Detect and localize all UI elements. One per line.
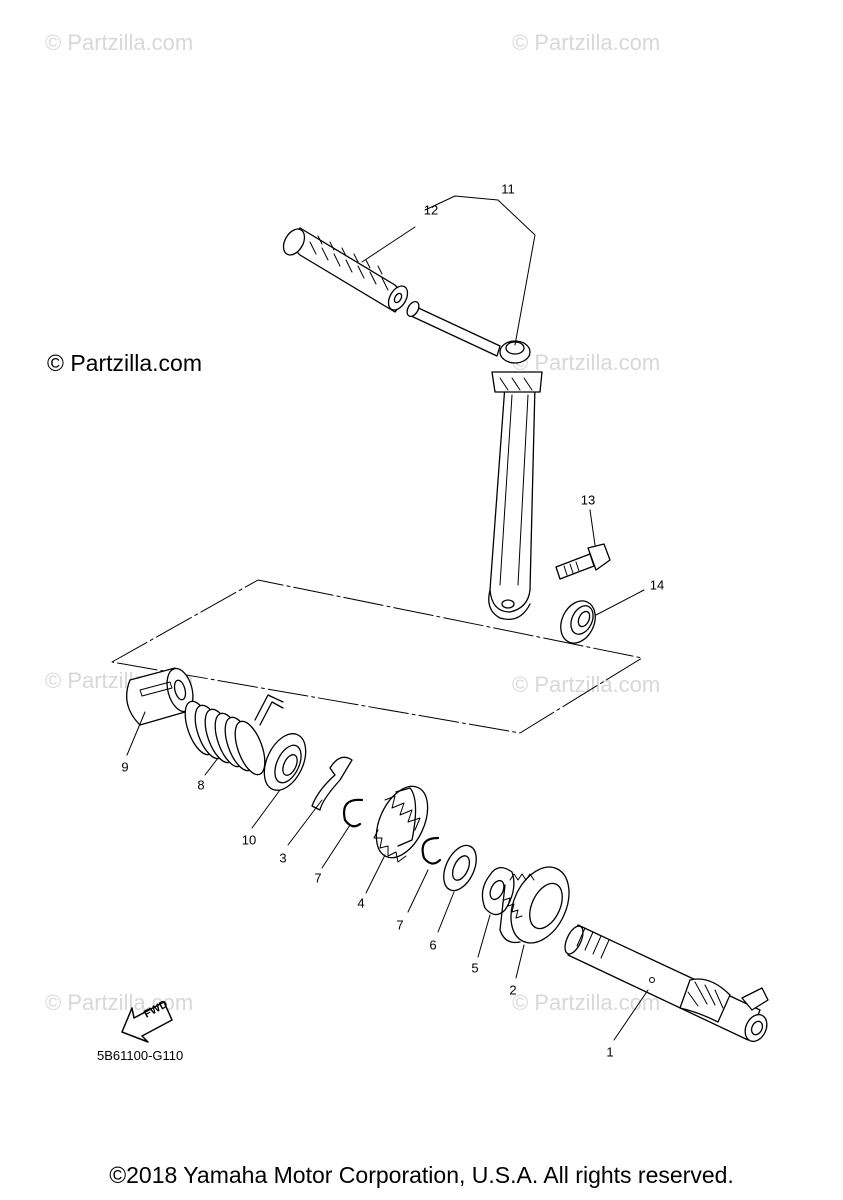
washer-part <box>443 844 477 892</box>
ratchet-wheel-part <box>373 785 429 863</box>
circlip-upper <box>343 798 364 828</box>
callout-10: 10 <box>241 832 257 848</box>
callout-1: 1 <box>606 1044 614 1060</box>
kick-crank-lever <box>488 340 543 621</box>
callout-4: 4 <box>357 895 365 911</box>
kick-gear-part <box>499 866 570 944</box>
kick-shaft-part <box>564 924 769 1043</box>
diagram-code: 5B61100-G110 <box>97 1048 184 1063</box>
torsion-spring-part <box>184 694 284 776</box>
callout-8: 8 <box>197 777 205 793</box>
watermark: © Partzilla.com <box>45 30 194 55</box>
callout-11: 11 <box>501 181 515 197</box>
watermark: © Partzilla.com <box>512 990 661 1015</box>
peg-shaft <box>406 300 501 357</box>
leader-lines <box>126 195 649 1041</box>
callout-2: 2 <box>509 982 517 998</box>
callout-14: 14 <box>649 577 665 593</box>
callout-5: 5 <box>471 960 479 976</box>
callout-13: 13 <box>580 492 596 508</box>
watermark: © Partzilla.com <box>512 30 661 55</box>
copyright-notice: ©2018 Yamaha Motor Corporation, U.S.A. A… <box>109 1162 734 1188</box>
callout-6: 6 <box>429 937 437 953</box>
callout-7: 7 <box>314 870 322 886</box>
spring-clip-part <box>311 756 353 811</box>
watermark-main: © Partzilla.com <box>47 350 202 376</box>
circlip-lower <box>421 836 442 865</box>
bolt-part <box>555 543 611 580</box>
grip-part <box>282 227 409 313</box>
spring-plate-part <box>481 867 515 916</box>
spring-guide-part <box>263 733 307 791</box>
watermark: © Partzilla.com <box>512 350 661 375</box>
fwd-arrow-icon <box>121 1001 173 1043</box>
assembly-outline <box>111 579 643 734</box>
callout-7: 7 <box>396 917 404 933</box>
seal-part <box>560 600 596 644</box>
callout-12: 12 <box>423 202 439 218</box>
callout-9: 9 <box>121 759 129 775</box>
callout-3: 3 <box>279 850 287 866</box>
collar-part <box>126 667 194 726</box>
